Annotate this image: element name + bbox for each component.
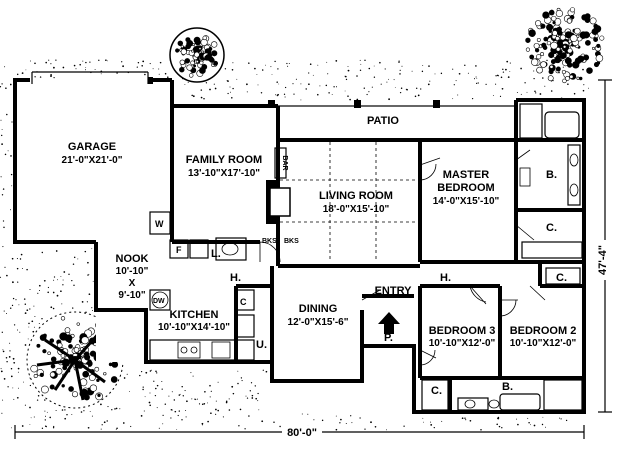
nook-label: NOOK — [116, 253, 149, 265]
hall-bath-fixtures — [421, 379, 583, 411]
entry-label: ENTRY — [375, 285, 413, 297]
living-room-dimension: 18'-0"X15'-10" — [323, 204, 390, 215]
dishwasher-label: DW — [153, 298, 165, 305]
patio-posts — [148, 77, 440, 108]
interior-walls — [172, 138, 584, 412]
master-bedroom-label-1: MASTER — [443, 169, 490, 181]
hall-closet-label: C. — [556, 272, 567, 284]
living-room-ceiling-lines — [280, 142, 418, 262]
bar-counter — [274, 147, 287, 179]
utility-label: U. — [256, 339, 267, 351]
family-room-label: FAMILY ROOM — [186, 154, 262, 166]
bedroom3-closet-label: C. — [431, 385, 442, 397]
master-bedroom-label-2: BEDROOM — [437, 182, 494, 194]
kitchen-fixtures — [149, 211, 255, 361]
family-room-dimension: 13'-10"X17'-10" — [188, 168, 260, 179]
entry-arrow — [378, 312, 400, 334]
overall-width-dimension: 80'-0" — [287, 427, 317, 439]
hall-label-kitchen: H. — [230, 272, 241, 284]
washer-label: W — [155, 219, 164, 229]
kitchen-closet-label: C — [240, 297, 247, 307]
nook-dimension-x: X — [129, 278, 136, 289]
bookshelf-label-left: BKS — [262, 238, 277, 245]
tree-top-right — [525, 7, 605, 84]
garage-dimension: 21'-0"X21'-0" — [62, 155, 123, 166]
exterior-walls — [13, 78, 586, 414]
hall-label-bedrooms: H. — [440, 272, 451, 284]
tree-top-center — [169, 27, 225, 83]
hall-bath-label: B. — [502, 381, 513, 393]
laundry-label: L. — [211, 248, 221, 260]
kitchen-label: KITCHEN — [170, 309, 219, 321]
fireplace — [266, 180, 291, 224]
bar-label: BAR — [281, 155, 288, 170]
dining-label: DINING — [299, 303, 338, 315]
garage-label: GARAGE — [68, 141, 116, 153]
master-closet-label: C. — [546, 222, 557, 234]
bedroom3-dimension: 10'-10"X12'-0" — [429, 338, 496, 349]
fridge-label: F — [176, 245, 182, 255]
bedroom3-label: BEDROOM 3 — [429, 325, 496, 337]
kitchen-dimension: 10'-10"X14'-10" — [158, 322, 230, 333]
dining-dimension: 12'-0"X15'-6" — [288, 317, 349, 328]
patio-outline — [277, 105, 517, 141]
nook-dimension-2: 9'-10" — [118, 290, 145, 301]
bookshelf-label-right: BKS — [284, 238, 299, 245]
patio-label: PATIO — [367, 115, 399, 127]
nook-dimension-1: 10'-10" — [116, 266, 149, 277]
overall-depth-dimension: 47'-4" — [597, 245, 609, 275]
master-bath-fixtures — [519, 103, 583, 259]
master-bedroom-dimension: 14'-0"X15'-10" — [433, 196, 500, 207]
living-room-label: LIVING ROOM — [319, 190, 393, 202]
porch-label: P. — [384, 332, 393, 344]
master-bath-label: B. — [546, 169, 557, 181]
door-swings — [259, 149, 546, 366]
bedroom2-dimension: 10'-10"X12'-0" — [510, 338, 577, 349]
room-labels: GARAGE 21'-0"X21'-0" FAMILY ROOM 13'-10"… — [62, 115, 609, 439]
bedroom2-label: BEDROOM 2 — [510, 325, 577, 337]
master-closet-box — [545, 267, 581, 285]
